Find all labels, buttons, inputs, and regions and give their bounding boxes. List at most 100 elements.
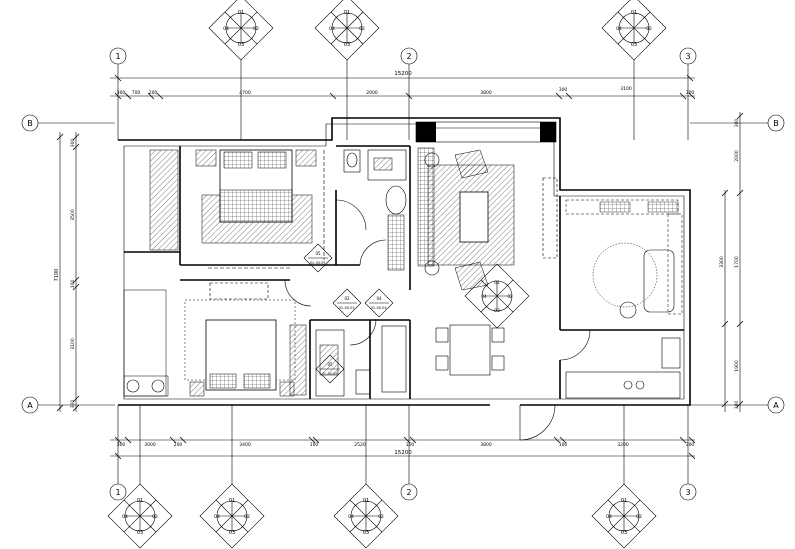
- dim-text: 300: [686, 90, 695, 96]
- dim-text: 3100: [70, 338, 76, 350]
- svg-text:2: 2: [406, 52, 411, 61]
- diamond-label: 04: [223, 26, 229, 32]
- diamond-label: 03: [238, 42, 244, 48]
- svg-text:04: 04: [348, 514, 354, 520]
- axis-bubble-b-left: B: [21, 114, 115, 132]
- dim-text: 100: [406, 442, 415, 448]
- svg-text:2: 2: [406, 488, 411, 497]
- svg-text:03: 03: [363, 530, 369, 536]
- svg-text:A: A: [773, 401, 779, 410]
- axis-bubble-3-top: 3: [679, 47, 697, 140]
- dim-text: 2000: [366, 90, 378, 96]
- svg-text:03: 03: [229, 530, 235, 536]
- axis-bubble-b-right: B: [690, 114, 785, 132]
- svg-text:01: 01: [229, 498, 235, 504]
- svg-text:02: 02: [152, 514, 158, 520]
- dim-text: 300: [686, 442, 695, 448]
- dim-text: 300: [734, 119, 740, 128]
- living-room-furniture: [417, 147, 558, 291]
- index-symbol-living: 01 04 02 03: [464, 263, 530, 329]
- study-furniture: [565, 199, 683, 319]
- svg-text:05: 05: [315, 251, 321, 256]
- dim-text: 3800: [480, 90, 492, 96]
- axis-bubble-3-bottom: 3: [679, 405, 697, 501]
- axis-bubble-1-top: 1: [109, 47, 127, 140]
- diamond-label: 01: [631, 10, 637, 16]
- dim-text: 3400: [239, 442, 251, 448]
- svg-text:04: 04: [214, 514, 220, 520]
- diamond-label: 01: [344, 10, 350, 16]
- dim-text: 300: [734, 401, 740, 410]
- svg-text:A: A: [27, 401, 33, 410]
- diamond-label: 04: [329, 26, 335, 32]
- axis-bubble-a-right: A: [690, 396, 785, 414]
- right-dimension-lines: 300 2000 3300 1700 1900 300: [719, 112, 744, 412]
- dim-total-top: 15200: [394, 71, 412, 77]
- svg-text:04: 04: [122, 514, 128, 520]
- master-bedroom-furniture: [149, 149, 325, 269]
- diamond-label: 02: [253, 26, 259, 32]
- index-symbol-bottom-1: 01 04 02 03: [107, 405, 173, 549]
- svg-text:1: 1: [115, 488, 120, 497]
- dim-text: 100: [70, 280, 76, 289]
- index-symbol-bottom-3: 01 04 02 03: [333, 405, 399, 549]
- axis-bubble-2-bottom: 2: [400, 405, 418, 501]
- svg-text:B: B: [27, 119, 33, 128]
- dim-text: 300: [117, 442, 126, 448]
- svg-text:04: 04: [481, 294, 487, 299]
- axis-bubble-a-left: A: [21, 396, 115, 414]
- svg-text:02: 02: [636, 514, 642, 520]
- dim-text: 1900: [734, 360, 740, 372]
- index-symbol-bottom-2: 01 04 02 03: [199, 405, 265, 549]
- diamond-label: 04: [616, 26, 622, 32]
- svg-text:EL.00.02: EL.00.02: [339, 306, 354, 310]
- room-tag-05-lower: 05 EL.00.05: [315, 354, 345, 384]
- dim-total-left: 7100: [54, 269, 60, 282]
- index-symbol-top-1: 01 04 02 03: [208, 0, 274, 140]
- top-dimension-lines: 15200 300 700 200 4700 2000 3800 300 310…: [110, 71, 696, 100]
- dim-text: 300: [559, 87, 568, 93]
- index-symbol-top-2: 01 04 02 03: [314, 0, 380, 140]
- second-bedroom-furniture: [123, 282, 307, 397]
- dim-text: 4700: [239, 90, 251, 96]
- exterior-walls: [118, 117, 691, 440]
- index-symbol-top-3: 01 04 02 03: [601, 0, 667, 140]
- dim-text: 100: [559, 442, 568, 448]
- index-symbol-bottom-4: 01 04 02 03: [591, 405, 657, 549]
- dim-text: 3300: [719, 256, 725, 268]
- dim-text: 3200: [617, 442, 629, 448]
- diamond-label: 02: [359, 26, 365, 32]
- diamond-label: 02: [646, 26, 652, 32]
- svg-text:02: 02: [378, 514, 384, 520]
- room-tag-02: 02 EL.00.02: [332, 288, 362, 318]
- interior-walls: [124, 145, 684, 399]
- svg-text:03: 03: [137, 530, 143, 536]
- dim-text: 200: [174, 442, 183, 448]
- svg-text:01: 01: [363, 498, 369, 504]
- dim-text: 700: [132, 90, 141, 96]
- dim-text: 300: [70, 139, 76, 148]
- svg-text:B: B: [773, 119, 779, 128]
- svg-text:03: 03: [494, 308, 500, 314]
- svg-text:04: 04: [376, 296, 382, 301]
- kitchen-fixtures: [565, 337, 681, 399]
- svg-text:02: 02: [507, 294, 513, 299]
- bathroom-fixtures: [315, 149, 407, 397]
- svg-text:EL.00.05: EL.00.05: [310, 261, 325, 265]
- dim-text: 3500: [70, 209, 76, 221]
- dim-text: 3800: [480, 442, 492, 448]
- svg-text:EL.00.05: EL.00.05: [322, 372, 337, 376]
- left-dimension-lines: 7100 300 3500 100 3100 300: [54, 132, 80, 412]
- axis-bubble-1-bottom: 1: [109, 405, 127, 501]
- diamond-label: 03: [344, 42, 350, 48]
- door-swings: [284, 199, 591, 441]
- dim-text: 1700: [734, 256, 740, 268]
- room-tag-05-upper: 05 EL.00.05: [303, 243, 333, 273]
- dim-text: 3000: [144, 442, 156, 448]
- dim-text: 200: [149, 90, 158, 96]
- dining-furniture: [435, 324, 505, 376]
- svg-text:03: 03: [621, 530, 627, 536]
- svg-text:3: 3: [685, 52, 690, 61]
- svg-text:01: 01: [137, 498, 143, 504]
